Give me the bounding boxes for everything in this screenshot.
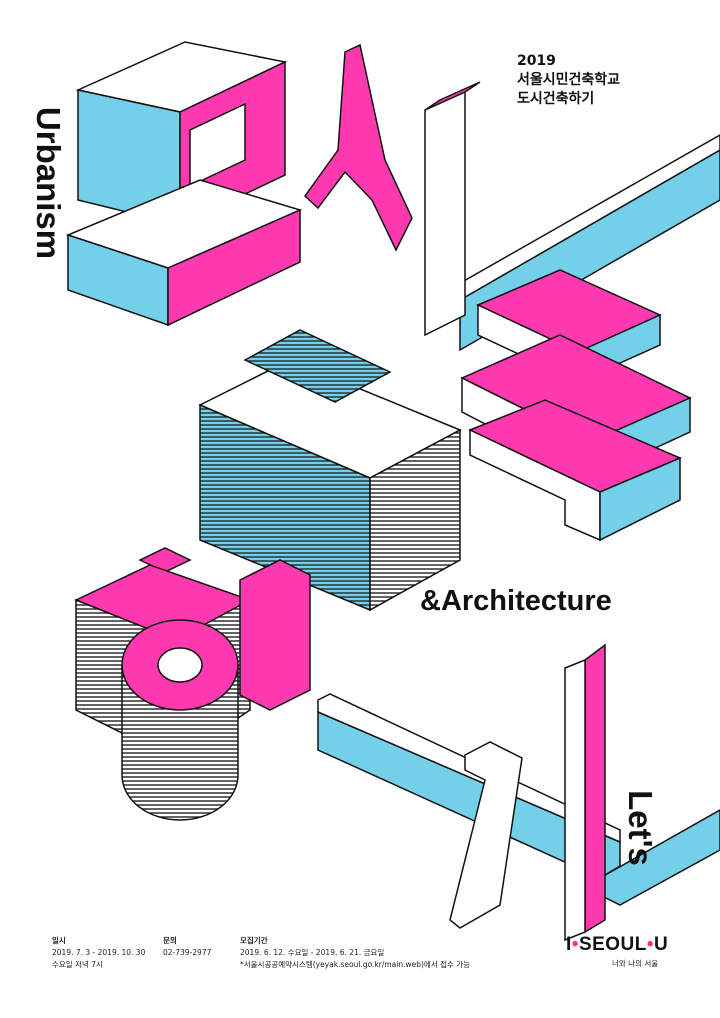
info-date: 일시 2019. 7. 3 - 2019. 10. 30 수요일 저녁 7시: [52, 935, 145, 971]
info-recruit-label: 모집기간: [240, 936, 268, 945]
architecture-text: &Architecture: [420, 585, 612, 617]
letter-si: [304, 43, 481, 337]
letter-ha: [74, 547, 311, 821]
logo-dot: •: [571, 934, 579, 955]
title-line-2: 도시건축하기: [516, 91, 595, 107]
title-block: 2019 서울시민건축학교 도시건축하기: [517, 52, 620, 109]
info-date-label: 일시: [52, 936, 66, 945]
letter-geon: [198, 329, 462, 612]
info-contact-line-1: 02-739-2977: [163, 948, 212, 957]
info-recruit-line-1: 2019. 6. 12. 수요일 - 2019. 6. 21. 금요일: [240, 948, 385, 957]
urbanism-label: Urbanism: [30, 106, 67, 259]
lets-vertical-text: Let's: [622, 778, 659, 878]
title-year: 2019: [516, 53, 556, 69]
letter-chuk: [460, 269, 692, 542]
logo-dot-2: •: [646, 934, 655, 955]
i-seoul-u-logo: I•SEOUL•U: [566, 934, 669, 955]
info-contact: 문의 02-739-2977: [163, 935, 211, 959]
logo-tagline: 너와 나의 서울: [612, 959, 659, 968]
title-line-1: 서울시민건축학교: [516, 72, 620, 88]
info-contact-label: 문의: [163, 936, 177, 945]
info-date-line-2: 수요일 저녁 7시: [52, 960, 103, 969]
letter-gi: [449, 643, 606, 942]
info-recruit: 모집기간 2019. 6. 12. 수요일 - 2019. 6. 21. 금요일…: [240, 935, 470, 971]
info-recruit-line-2: *서울시공공예약시스템(yeyak.seoul.go.kr/main.web)에…: [240, 960, 471, 969]
info-date-line-1: 2019. 7. 3 - 2019. 10. 30: [52, 948, 146, 957]
letter-do: [65, 41, 303, 327]
diagonal-bar-lower: [317, 693, 720, 906]
urbanism-vertical-text: Urbanism: [30, 95, 67, 270]
lets-label: Let's: [622, 790, 659, 866]
